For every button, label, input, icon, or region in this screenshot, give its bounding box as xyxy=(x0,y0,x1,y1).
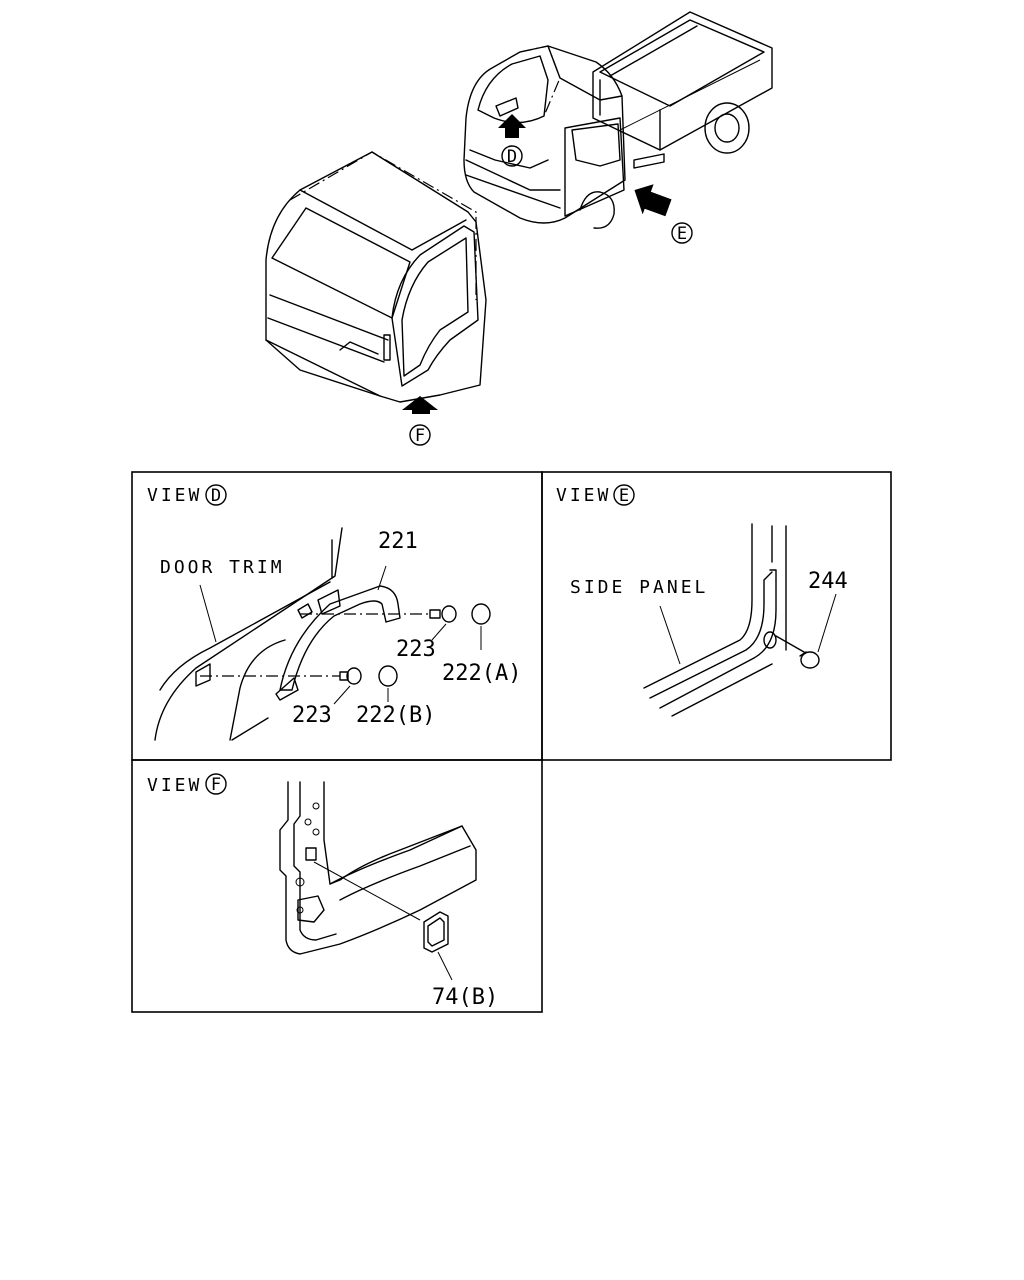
svg-text:F: F xyxy=(211,775,221,795)
side-panel-label: SIDE PANEL xyxy=(570,577,708,598)
part-221-label: 221 xyxy=(378,529,418,554)
svg-text:E: E xyxy=(677,224,687,244)
view-e-title: VIEW xyxy=(556,485,611,506)
marker-f-overview: F xyxy=(409,424,431,446)
svg-text:D: D xyxy=(507,147,517,167)
view-d-panel: VIEW D DOOR TRIM 221 223 222(A xyxy=(131,471,543,761)
view-d-title: VIEW xyxy=(147,485,202,506)
part-223-upper-label: 223 xyxy=(396,637,436,662)
view-f-title: VIEW xyxy=(147,775,202,796)
truck-illustration xyxy=(463,11,773,229)
screw-223-lower-icon xyxy=(339,667,362,685)
plug-244-icon xyxy=(799,651,820,669)
cap-222b-icon xyxy=(378,665,398,687)
view-e-panel: VIEW E SIDE PANEL 244 xyxy=(541,471,892,761)
part-223-lower-label: 223 xyxy=(292,703,332,728)
svg-text:E: E xyxy=(619,486,629,506)
part-74b-label: 74(B) xyxy=(432,985,498,1010)
svg-text:D: D xyxy=(211,486,221,506)
svg-text:F: F xyxy=(415,426,425,446)
marker-d-overview: D xyxy=(501,145,523,167)
cab-illustration xyxy=(265,151,487,414)
grommet-74b-icon xyxy=(423,911,449,953)
view-f-panel: VIEW F 74(B) xyxy=(131,759,543,1013)
part-222b-label: 222(B) xyxy=(356,703,435,728)
door-trim-label: DOOR TRIM xyxy=(160,557,285,578)
cap-222a-icon xyxy=(471,603,491,625)
marker-e-overview: E xyxy=(671,222,693,244)
part-244-label: 244 xyxy=(808,569,848,594)
part-222a-label: 222(A) xyxy=(442,661,521,686)
screw-223-upper-icon xyxy=(429,605,457,623)
